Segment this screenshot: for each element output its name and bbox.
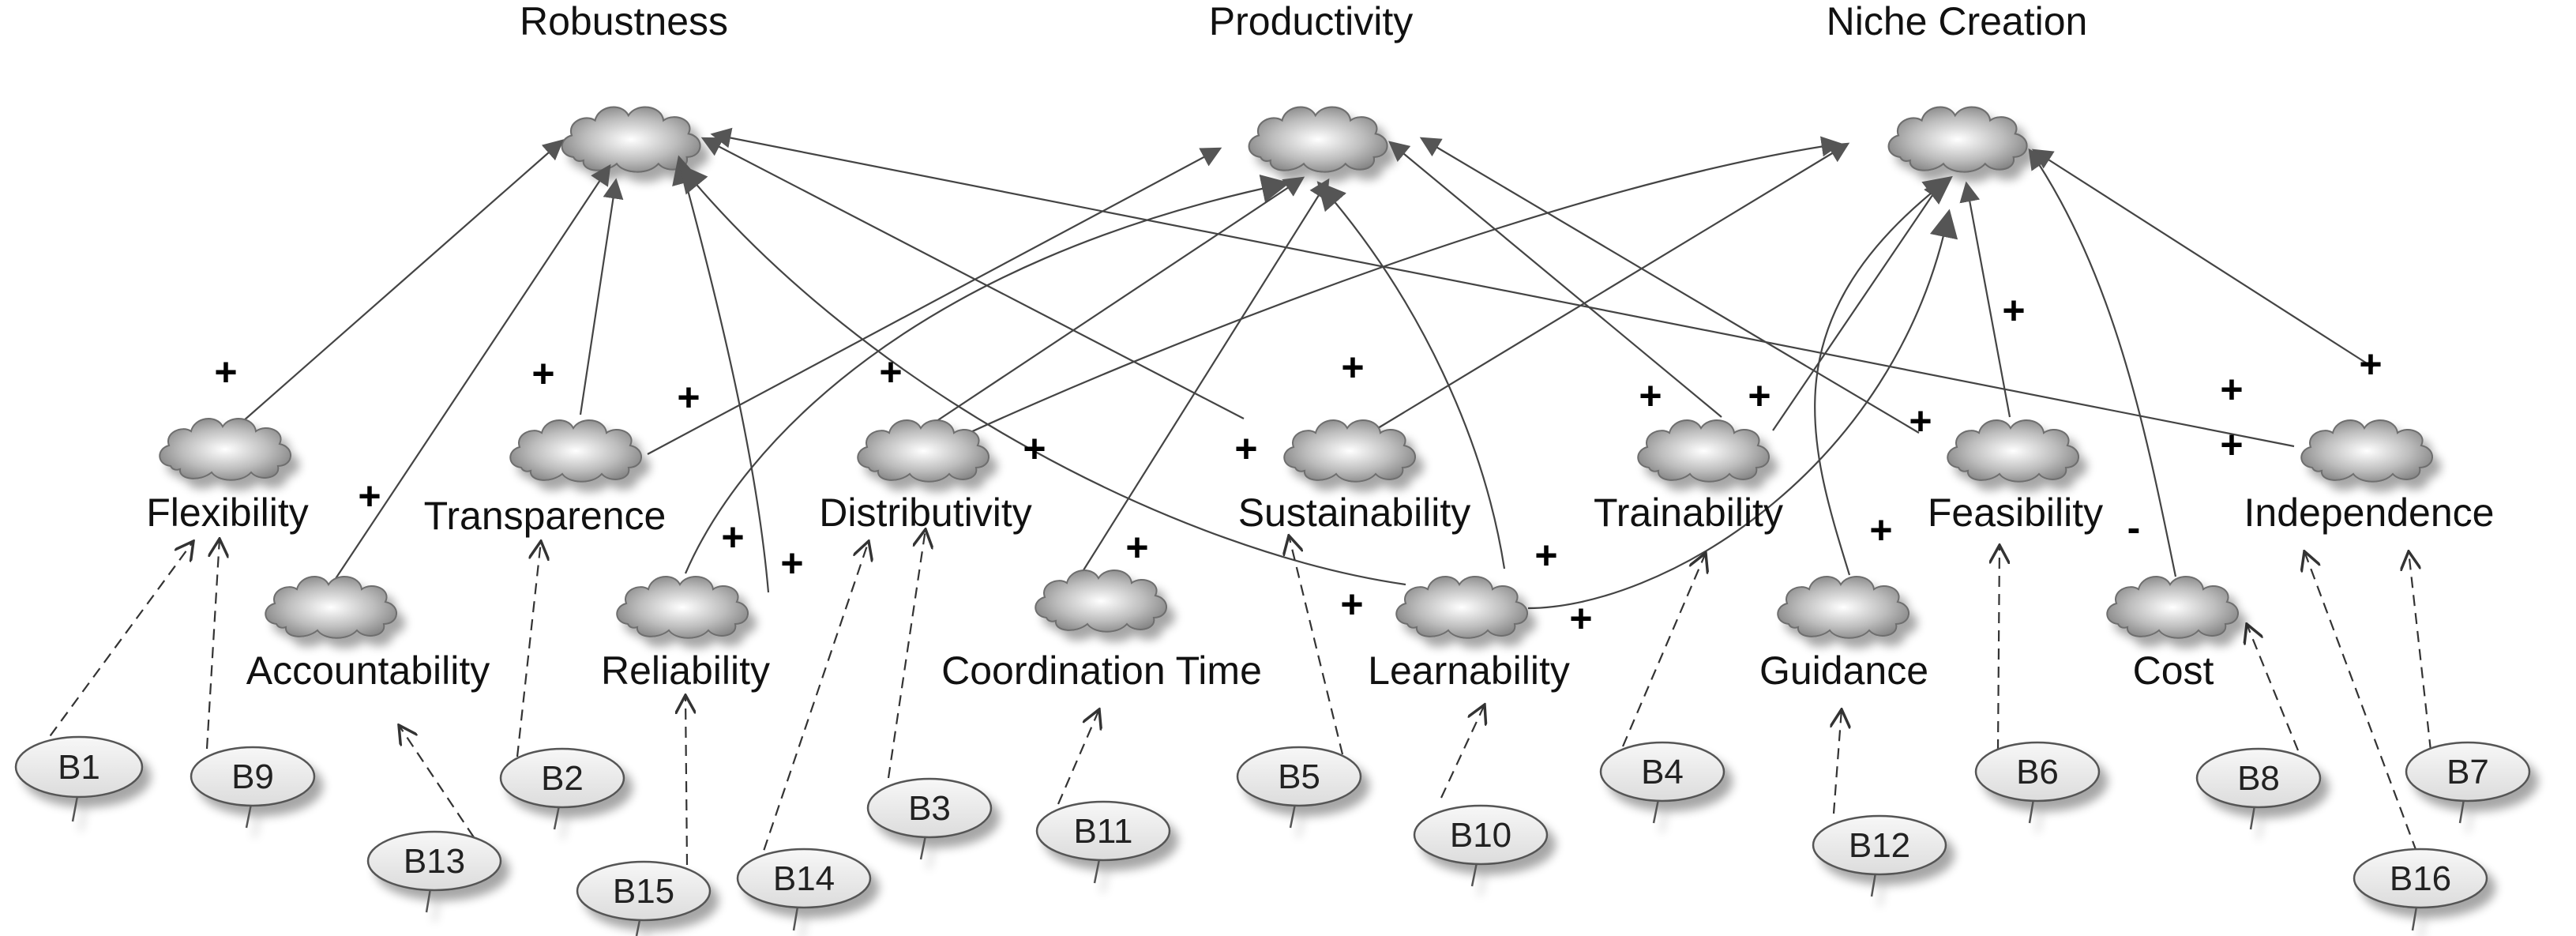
softgoal-cloud-learnability — [1395, 575, 1529, 639]
softgoal-cloud-flexibility — [159, 417, 292, 481]
belief-b7: B7 — [2405, 741, 2531, 824]
belief-b10: B10 — [1413, 804, 1549, 887]
softgoal-independence-label: Independence — [2244, 491, 2495, 535]
belief-b1: B1 — [14, 735, 144, 822]
belief-b13: B13 — [366, 830, 502, 913]
sign-plus: + — [721, 515, 744, 559]
goal-robustness-label: Robustness — [520, 0, 728, 43]
belief-b4-label: B4 — [1641, 753, 1684, 791]
softgoal-feasibility-label: Feasibility — [1928, 491, 2103, 535]
belief-b9-label: B9 — [231, 757, 274, 796]
contribution-links — [236, 127, 2374, 610]
softgoal-cloud-sustainability — [1283, 419, 1417, 483]
softgoal-cloud-guidance — [1777, 575, 1910, 639]
belief-b11-label: B11 — [1073, 812, 1132, 851]
sign-plus: + — [1234, 427, 1257, 471]
softgoal-reliability-label: Reliability — [601, 648, 770, 693]
belief-b3-label: B3 — [908, 789, 951, 828]
softgoal-cloud-feasibility — [1947, 419, 2080, 483]
sign-minus: - — [2127, 506, 2141, 550]
sign-plus: + — [1534, 533, 1557, 577]
belief-b6: B6 — [1974, 741, 2101, 824]
softgoal-cloud-trainability — [1637, 419, 1771, 483]
sign-plus: + — [1909, 399, 1932, 443]
belief-b13-label: B13 — [404, 842, 465, 881]
softgoal-accountability-label: Accountability — [246, 648, 490, 693]
belief-b5-label: B5 — [1278, 757, 1320, 796]
softgoal-cost-label: Cost — [2133, 648, 2214, 693]
belief-b6-label: B6 — [2016, 753, 2059, 791]
sign-plus: + — [2359, 342, 2382, 386]
belief-b1-label: B1 — [58, 748, 100, 787]
sign-plus: + — [1569, 596, 1592, 641]
softgoal-cloud-independence — [2300, 419, 2434, 483]
sign-plus: + — [780, 541, 803, 585]
belief-b12-label: B12 — [1849, 826, 1910, 865]
softgoal-cloud-reliability — [616, 575, 749, 639]
sign-plus: + — [358, 474, 381, 518]
belief-b2: B2 — [499, 747, 625, 830]
belief-b16-label: B16 — [2390, 859, 2451, 898]
belief-b15-label: B15 — [613, 872, 674, 911]
belief-b14-label: B14 — [773, 859, 835, 898]
belief-b2-label: B2 — [541, 759, 584, 798]
belief-b5: B5 — [1236, 746, 1362, 829]
sign-plus: + — [677, 375, 700, 419]
softgoal-sustainability-label: Sustainability — [1238, 491, 1471, 535]
sign-plus: + — [2220, 423, 2243, 467]
goal-productivity-label: Productivity — [1209, 0, 1413, 43]
belief-b10-label: B10 — [1450, 816, 1511, 855]
softgoal-cloud-coordination-time — [1035, 569, 1168, 633]
contribution-signs: + + + + + + + + + + + + + + + + + + + - … — [214, 288, 2382, 641]
belief-b8: B8 — [2195, 747, 2322, 830]
belief-b8-label: B8 — [2237, 759, 2280, 798]
goal-niche-creation-label: Niche Creation — [1827, 0, 2088, 43]
sign-plus: + — [214, 350, 237, 394]
evidence-links — [39, 529, 2432, 868]
softgoal-guidance-label: Guidance — [1759, 648, 1928, 693]
belief-b4: B4 — [1599, 741, 1725, 824]
sign-plus: + — [2220, 367, 2243, 412]
softgoal-cloud-cost — [2106, 575, 2240, 639]
sign-plus: + — [2002, 288, 2025, 333]
belief-b15: B15 — [576, 860, 712, 936]
sign-plus: + — [1341, 345, 1364, 389]
softgoal-trainability-label: Trainability — [1594, 491, 1783, 535]
sign-plus: + — [1340, 582, 1363, 626]
softgoal-distributivity-label: Distributivity — [819, 491, 1031, 535]
goal-cloud-niche-creation — [1887, 106, 2028, 173]
belief-b7-label: B7 — [2446, 753, 2489, 791]
sign-plus: + — [1869, 508, 1892, 552]
sign-plus: + — [1748, 374, 1771, 418]
belief-b16: B16 — [2353, 848, 2488, 931]
softgoal-cloud-distributivity — [857, 419, 990, 483]
sign-plus: + — [1023, 427, 1046, 471]
sign-plus: + — [531, 351, 554, 396]
softgoal-cloud-transparence — [509, 419, 643, 483]
sign-plus: + — [1125, 525, 1148, 569]
softgoal-cloud-accountability — [265, 575, 398, 639]
belief-b12: B12 — [1812, 814, 1947, 897]
belief-b9: B9 — [190, 746, 316, 829]
softgoal-transparence-label: Transparence — [424, 494, 667, 538]
sign-plus: + — [1639, 374, 1662, 418]
softgoal-flexibility-label: Flexibility — [146, 491, 309, 535]
softgoal-learnability-label: Learnability — [1368, 648, 1570, 693]
softgoal-coordination-time-label: Coordination Time — [941, 648, 1262, 693]
belief-b11: B11 — [1035, 800, 1171, 884]
belief-b3: B3 — [866, 777, 993, 860]
goal-cloud-productivity — [1248, 106, 1388, 173]
belief-b14: B14 — [736, 848, 872, 931]
sign-plus: + — [879, 350, 902, 394]
